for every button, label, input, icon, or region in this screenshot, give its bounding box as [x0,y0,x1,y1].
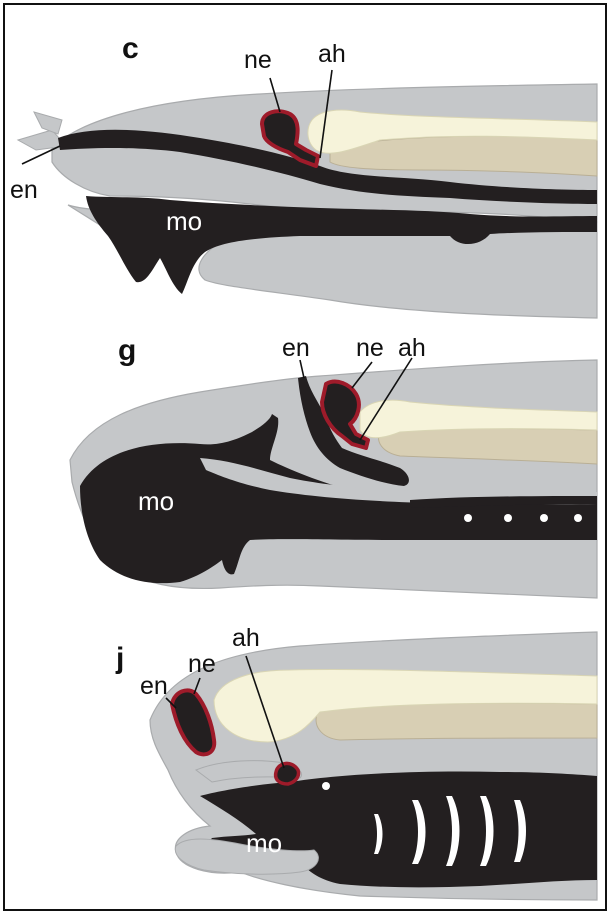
panel-c-letter: c [122,32,139,65]
panel-j-label-ne: ne [188,650,216,678]
panel-g-gill-pore [540,514,548,522]
panel-j-label-ah: ah [232,624,260,652]
panel-g-label-mo: mo [138,486,174,516]
panel-g-label-ne: ne [356,334,384,362]
panel-g-gill-pore [464,514,472,522]
panel-g-label-ah: ah [398,334,426,362]
panel-j-letter: j [115,642,124,675]
panel-j-muscle [316,703,597,740]
panel-g-gill-pore [574,514,582,522]
panel-g-gill-pore [504,514,512,522]
panel-c-label-ah: ah [318,40,346,68]
panel-c-label-en: en [10,176,38,204]
panel-c-label-mo: mo [166,206,202,236]
panel-g-label-en: en [282,334,310,362]
panel-j-label-mo: mo [246,828,282,858]
panel-j-adenohypophysis [276,763,299,784]
panel-g-letter: g [118,334,136,367]
panel-j: j en ne ah mo [115,624,597,900]
panel-j-white-dot [322,782,330,790]
panel-c-label-ne: ne [244,46,272,74]
panel-j-label-en: en [140,672,168,700]
